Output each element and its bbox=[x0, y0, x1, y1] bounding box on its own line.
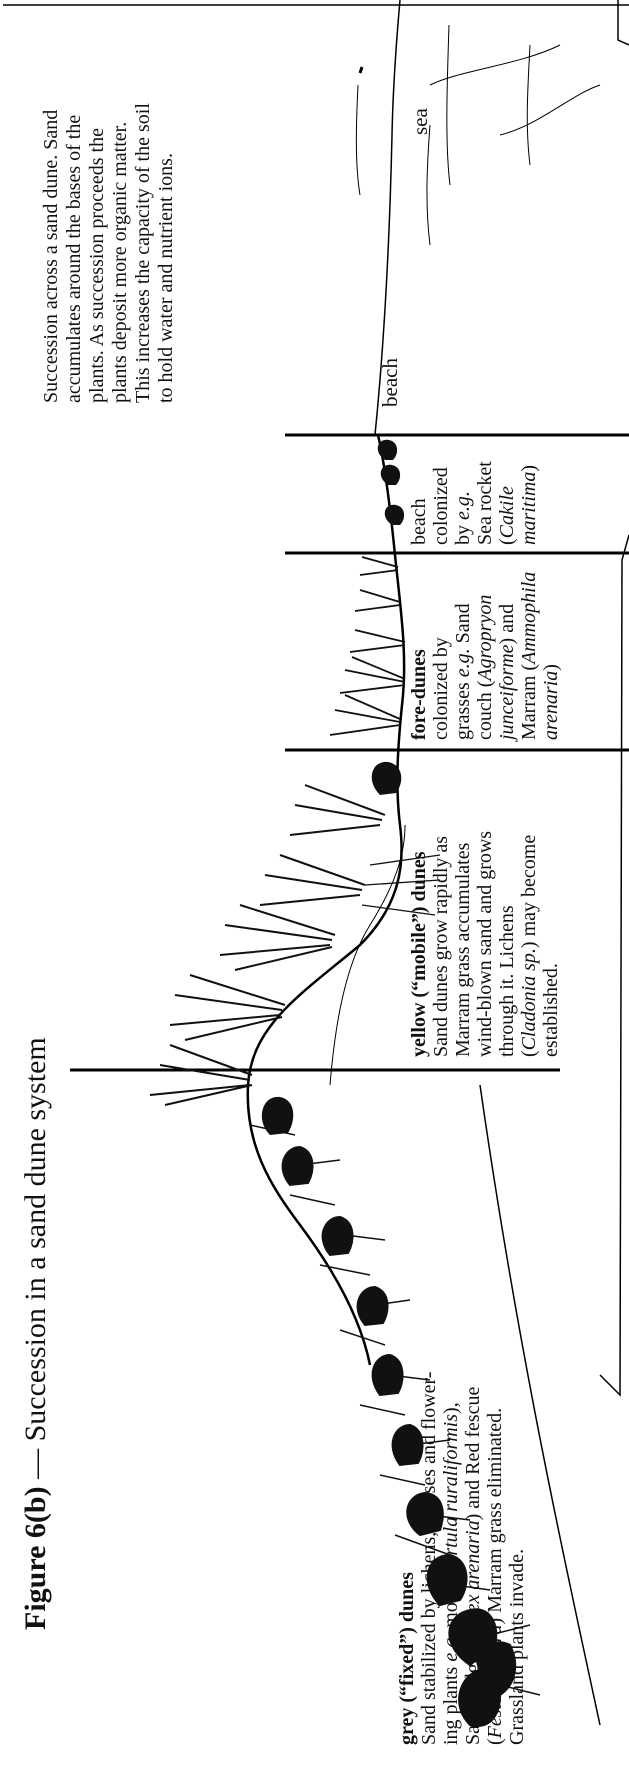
intro-line: accumulates around the bases of the bbox=[63, 103, 86, 403]
beach-label: beach bbox=[378, 358, 402, 407]
zone-line: maritima) bbox=[518, 461, 540, 545]
sea-label: sea bbox=[408, 108, 432, 135]
latin-name: Festuca rubra bbox=[484, 1624, 506, 1738]
zone-text-run: ) bbox=[518, 465, 540, 472]
zone-text-run: by bbox=[452, 520, 474, 545]
zone-line: Sea rocket bbox=[474, 461, 496, 545]
zone-text-run: Sand sedge ( bbox=[462, 1643, 484, 1745]
zone-text-run: colonized by bbox=[430, 637, 452, 740]
latin-name: Agropryon bbox=[474, 595, 496, 681]
zone-text-run: ) bbox=[540, 664, 562, 671]
zone-line: colonized by bbox=[430, 572, 452, 740]
zone-line: Marram (Ammophila bbox=[518, 572, 540, 740]
figure-title: Figure 6(b) — Succession in a sand dune … bbox=[18, 1037, 54, 1630]
latin-name: junceiforme bbox=[496, 644, 518, 740]
latin-name: e.g. bbox=[440, 1633, 462, 1662]
zone-line: (Festuca rubra) Marram grass eliminated. bbox=[484, 1372, 506, 1745]
zone-text-run: Sand bbox=[452, 603, 474, 648]
zone-line: grasses e.g. Sand bbox=[452, 572, 474, 740]
zone-text-run: ( bbox=[484, 1738, 506, 1745]
zone-text-run: Marram grass accumulates bbox=[452, 843, 474, 1057]
zone-text-run: moss ( bbox=[440, 1575, 462, 1633]
zone-heading: yellow (“mobile”) dunes bbox=[408, 831, 430, 1057]
zone-text-run: ) and bbox=[496, 604, 518, 645]
zone-line: ing plants e.g. moss (Tortula ruraliform… bbox=[440, 1372, 462, 1745]
zone-text-run: Grassland plants invade. bbox=[506, 1549, 528, 1745]
latin-name: e.g. bbox=[452, 491, 474, 520]
zone-line: (Cakile bbox=[496, 461, 518, 545]
zone-text-run: wind-blown sand and grows bbox=[474, 831, 496, 1057]
latin-name: Carex arenaria bbox=[462, 1520, 484, 1642]
zone-line: Sand dunes grow rapidly as bbox=[430, 831, 452, 1057]
zone-text-run: ) and Red fescue bbox=[462, 1387, 484, 1521]
sea-rocket-plants bbox=[378, 440, 404, 525]
dune-base-line bbox=[330, 825, 405, 1085]
zone-heading: fore-dunes bbox=[408, 572, 430, 740]
zone-text-run: Sand dunes grow rapidly as bbox=[430, 836, 452, 1057]
zone-text-run: Sand stabilized by lichens, mosses and f… bbox=[418, 1372, 440, 1745]
zone-line: Marram grass accumulates bbox=[452, 831, 474, 1057]
latin-name: arenaria bbox=[540, 671, 562, 740]
zone-heading: grey (“fixed”) dunes bbox=[396, 1372, 418, 1745]
zone-text-run: ing plants bbox=[440, 1662, 462, 1745]
intro-line: plants. As succession proceeds the bbox=[86, 103, 109, 403]
zone-text-run: ), bbox=[440, 1402, 462, 1414]
zone-text-run: through it. Lichens bbox=[496, 905, 518, 1057]
zone-line: couch (Agropryon bbox=[474, 572, 496, 740]
figure-title-text: Succession in a sand dune system bbox=[19, 1037, 52, 1441]
latin-name: Tortula ruraliformis bbox=[440, 1414, 462, 1575]
zone-text-run: grasses bbox=[452, 677, 474, 740]
marram-grass-yellow bbox=[150, 785, 385, 1105]
zone-text-run: beach bbox=[408, 498, 430, 545]
zone-text-run: ) may become bbox=[518, 835, 540, 948]
zone-text-run: Marram ( bbox=[518, 664, 540, 740]
zone-line: arenaria) bbox=[540, 572, 562, 740]
latin-name: Cakile bbox=[496, 486, 518, 538]
zone-line: Sand stabilized by lichens, mosses and f… bbox=[418, 1372, 440, 1745]
zone-text-run: colonized bbox=[430, 467, 452, 545]
zone-line: established. bbox=[540, 831, 562, 1057]
zone-line: by e.g. bbox=[452, 461, 474, 545]
zone-line: through it. Lichens bbox=[496, 831, 518, 1057]
zone-line: (Cladonia sp.) may become bbox=[518, 831, 540, 1057]
latin-name: e.g. bbox=[452, 648, 474, 677]
latin-name: Ammophila bbox=[518, 572, 540, 664]
intro-line: This increases the capacity of the soil bbox=[132, 103, 155, 403]
frame-bottom-corner bbox=[618, 0, 629, 45]
zone-text-run: ( bbox=[496, 538, 518, 545]
zone-line: Sand sedge (Carex arenaria) and Red fesc… bbox=[462, 1372, 484, 1745]
zone-text-run: couch ( bbox=[474, 681, 496, 740]
frame-right-edge bbox=[600, 535, 629, 1395]
zone-line: beach bbox=[408, 461, 430, 545]
zone-line: Grassland plants invade. bbox=[506, 1372, 528, 1745]
zone-text-run: ( bbox=[518, 1050, 540, 1057]
figure-number: Figure 6(b) bbox=[19, 1486, 52, 1630]
latin-name: Cladonia sp. bbox=[518, 948, 540, 1050]
title-separator: — bbox=[19, 1441, 52, 1486]
zone-line: wind-blown sand and grows bbox=[474, 831, 496, 1057]
zone-text-run: ) Marram grass eliminated. bbox=[484, 1408, 506, 1625]
intro-line: plants deposit more organic matter. bbox=[109, 103, 132, 403]
zone-line: colonized bbox=[430, 461, 452, 545]
latin-name: maritima bbox=[518, 472, 540, 545]
zone-text-run: Sea rocket bbox=[474, 461, 496, 545]
intro-line: to hold water and nutrient ions. bbox=[155, 103, 178, 403]
fore-dune-grasses bbox=[330, 557, 405, 735]
zone-line: junceiforme) and bbox=[496, 572, 518, 740]
zone-text-run: established. bbox=[540, 963, 562, 1057]
intro-line: Succession across a sand dune. Sand bbox=[40, 103, 63, 403]
